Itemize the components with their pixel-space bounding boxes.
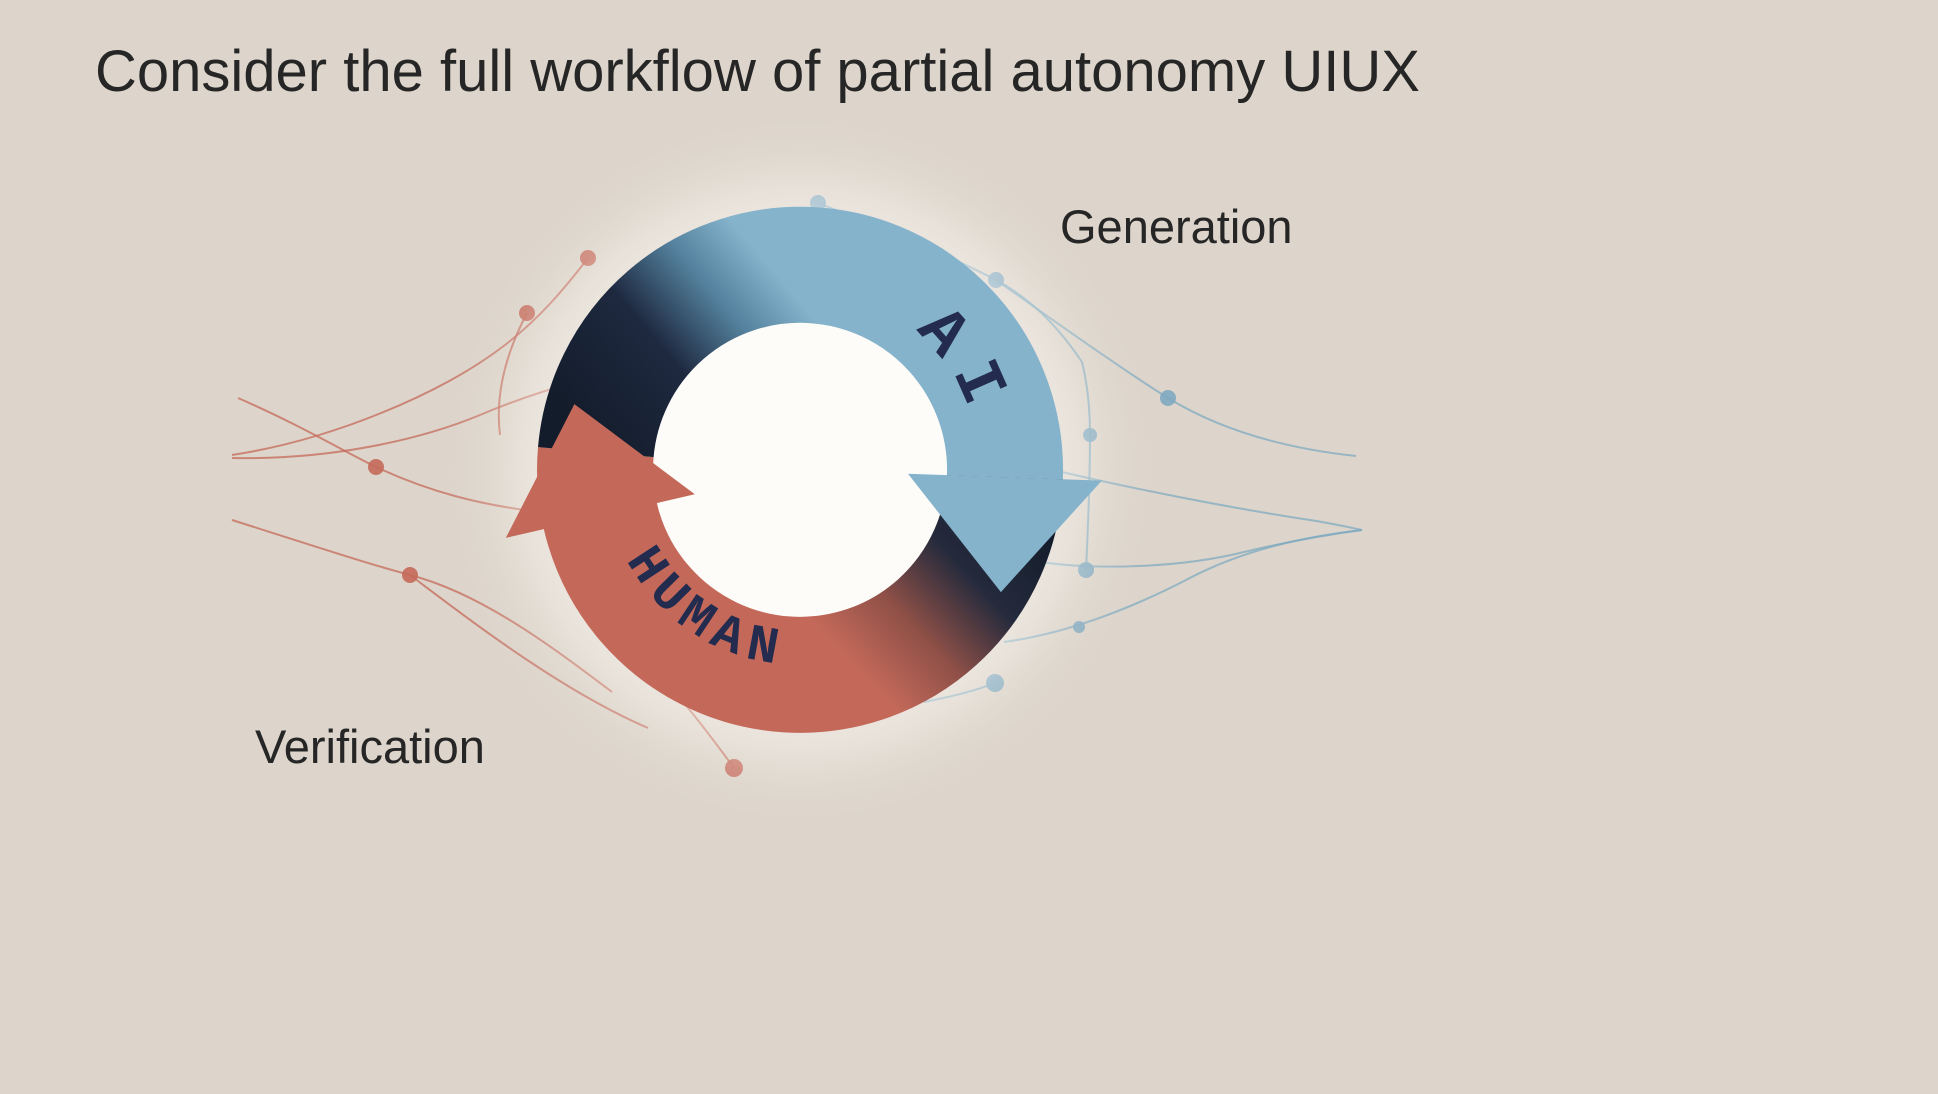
verification-label: Verification bbox=[255, 720, 485, 773]
generation-label: Generation bbox=[1060, 200, 1293, 253]
human-arc bbox=[537, 447, 1063, 733]
ai-arrowhead bbox=[908, 473, 1102, 593]
human-arrowhead bbox=[505, 404, 695, 538]
ai-arc bbox=[538, 206, 1063, 480]
slide-title: Consider the full workflow of partial au… bbox=[95, 39, 1420, 104]
center-circle bbox=[648, 318, 952, 622]
